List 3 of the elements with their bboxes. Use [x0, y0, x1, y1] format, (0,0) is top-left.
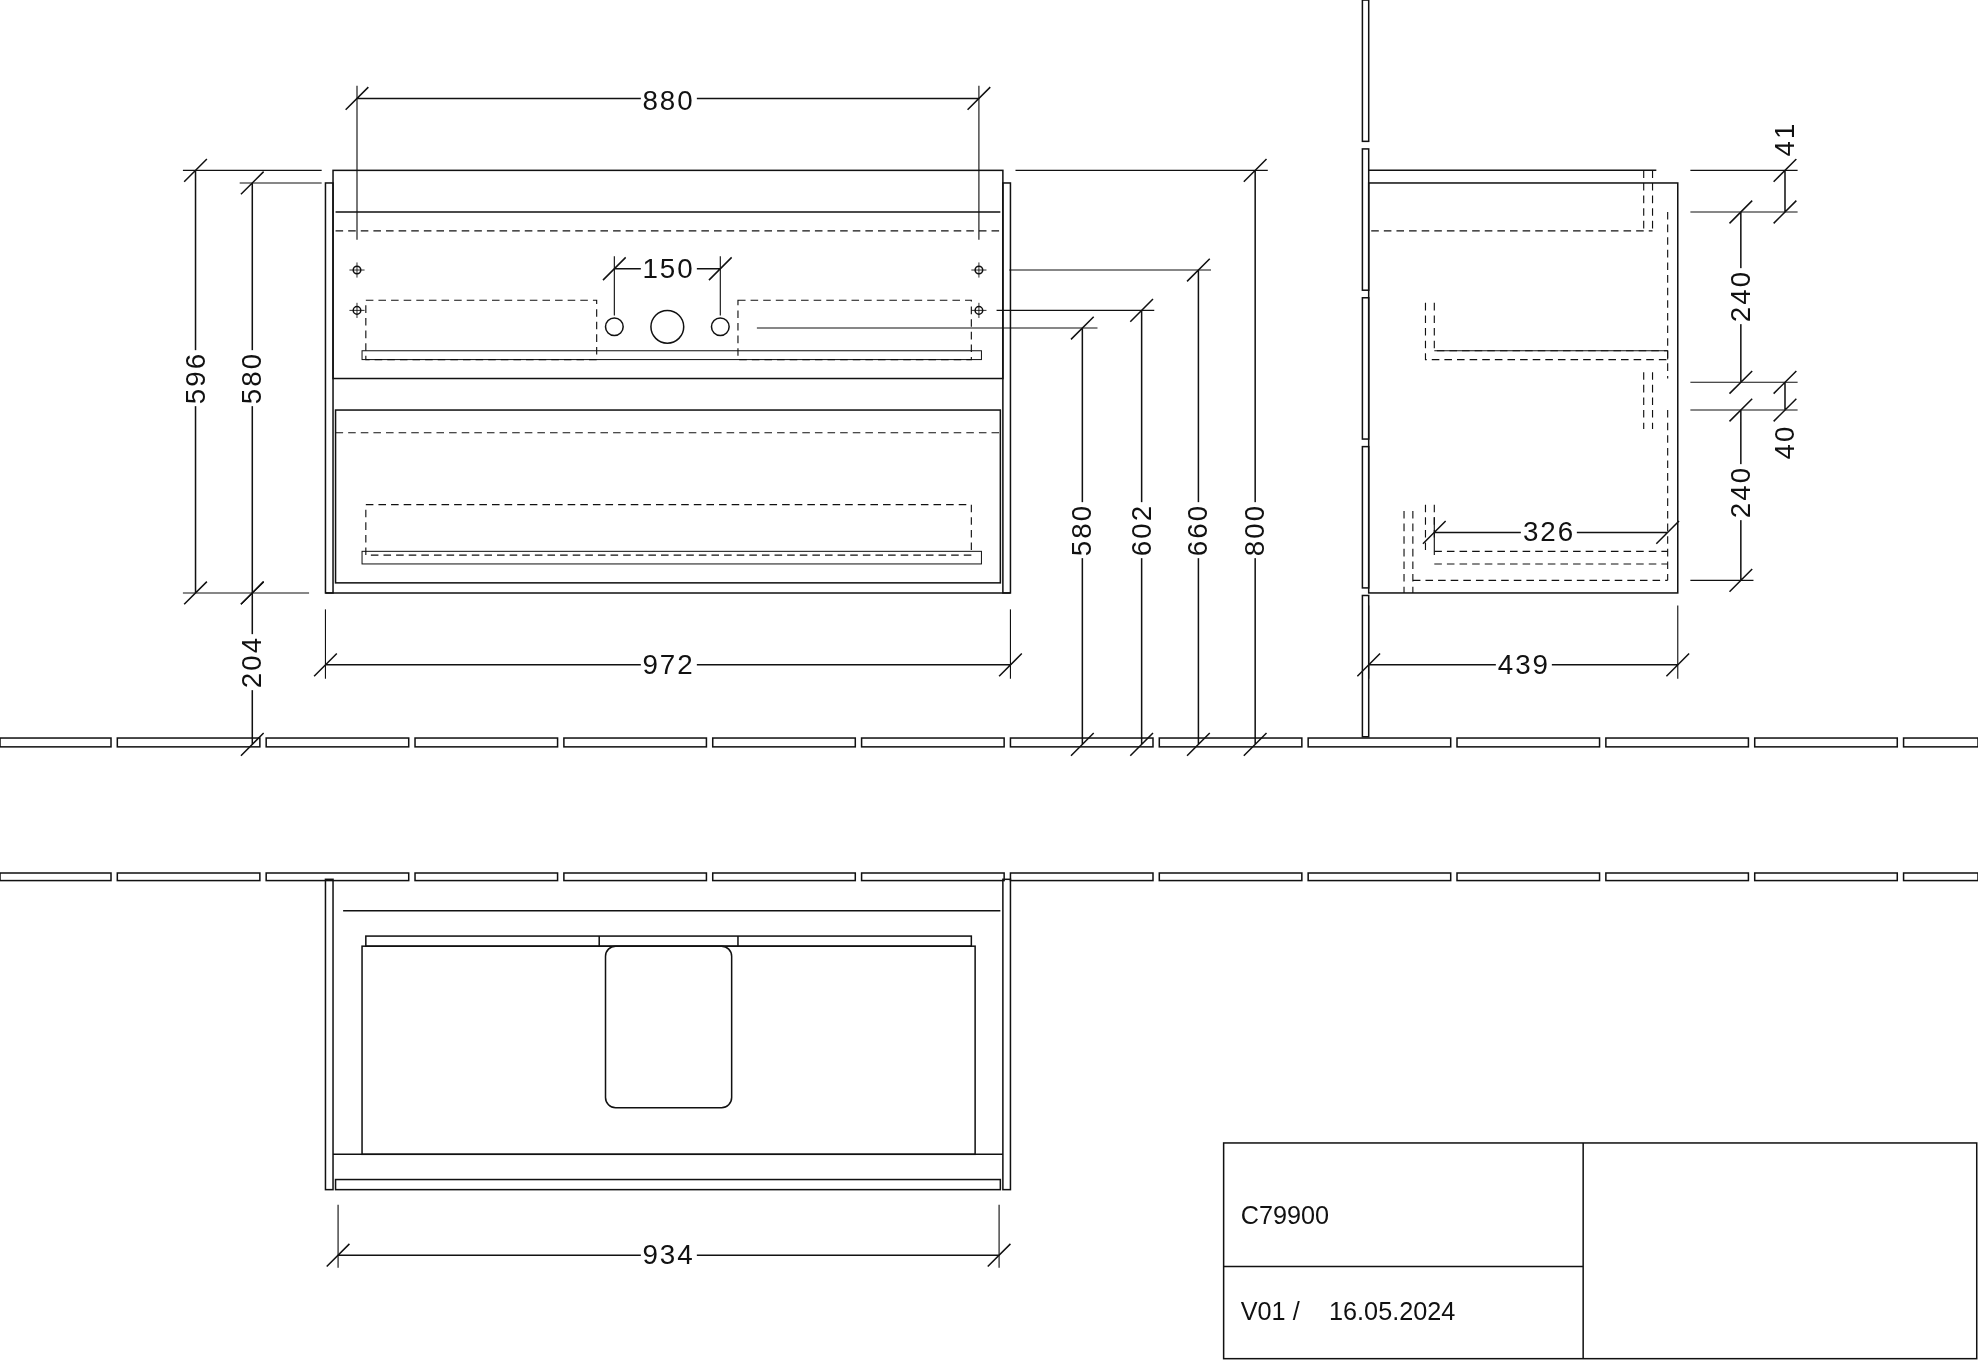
title-block-text: V01 / — [1239, 1299, 1301, 1325]
title-block-text: 16.05.2024 — [1328, 1299, 1457, 1325]
title-block-text: C79900 — [1239, 1203, 1331, 1229]
